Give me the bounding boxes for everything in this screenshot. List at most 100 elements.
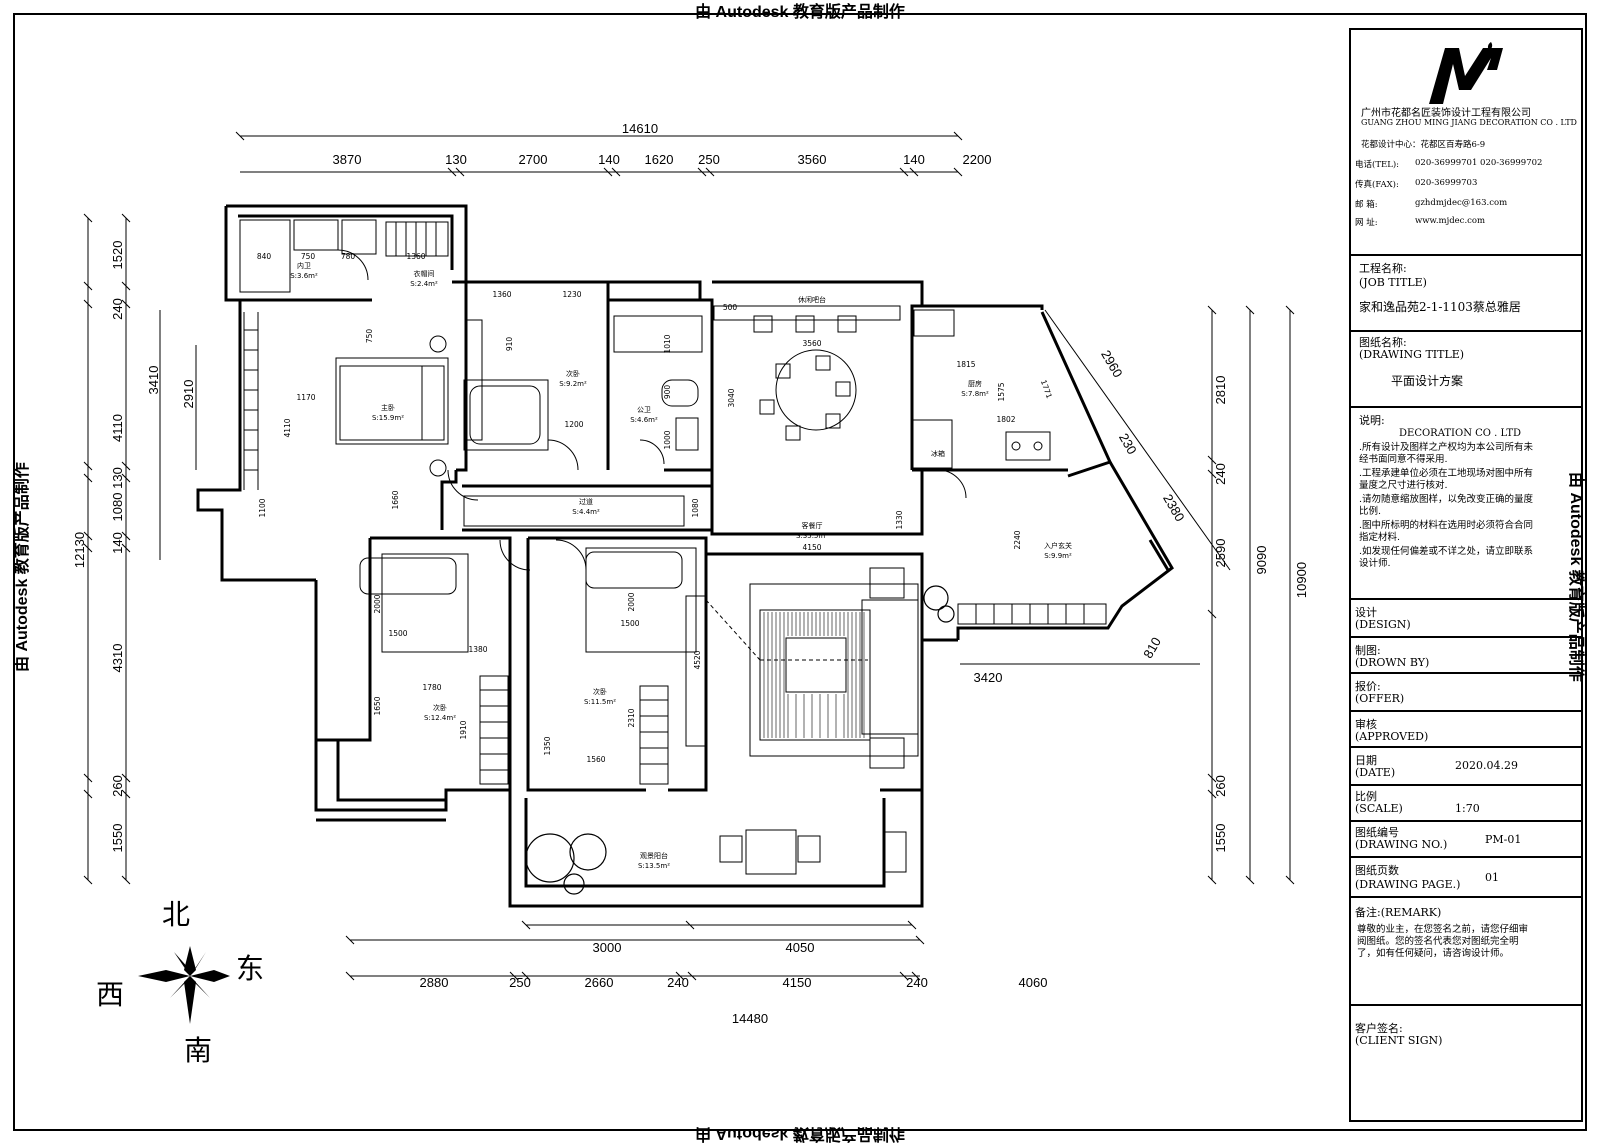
compass-north: 北 <box>162 898 190 931</box>
offer-label-en: (OFFER) <box>1355 692 1405 705</box>
watermark-top: 由 Autodesk 教育版产品制作 <box>695 4 905 21</box>
drawing-no-row: 图纸编号 (DRAWING NO.) PM-01 <box>1351 822 1581 858</box>
dim-right-diag: 810 <box>1140 635 1164 661</box>
room-name: 观景阳台 <box>640 851 668 860</box>
inner-dim: 1380 <box>468 645 487 654</box>
inner-dim: 900 <box>663 385 672 400</box>
drawing-label-cn: 图纸名称: <box>1359 336 1407 349</box>
scale-value: 1:70 <box>1455 802 1480 815</box>
room-labels: 内卫 S:3.6m² 衣帽间 S:2.4m² 主卧 S:15.9m² 次卧 S:… <box>290 261 1072 870</box>
drawing-label-en: (DRAWING TITLE) <box>1359 348 1465 361</box>
dim-bottom-total: 14480 <box>732 1011 768 1026</box>
dim-top-seg: 3560 <box>798 152 827 167</box>
offer-label-cn: 报价: <box>1355 680 1381 693</box>
walls <box>196 204 1174 908</box>
inner-dim: 500 <box>723 303 738 312</box>
room-name: 公卫 <box>637 406 651 414</box>
room-area: S:35.5m² <box>796 532 828 540</box>
compass-icon: 北 东 西 南 <box>96 898 264 1067</box>
inner-dim: 1500 <box>620 619 639 628</box>
drawn-row: 制图: (DROWN BY) <box>1351 638 1581 674</box>
inner-dim: 910 <box>505 337 514 352</box>
fax-label: 传真(FAX): <box>1355 180 1399 190</box>
note-item: .工程承建单位必须在工地现场对图中所有量度之尺寸进行核对. <box>1359 468 1534 491</box>
dim-left-seg: 4310 <box>110 644 125 673</box>
dim-bottom-seg: 2660 <box>585 975 614 990</box>
notes-section: 说明: DECORATION CO . LTD .所有设计及图样之产权均为本公司… <box>1351 408 1581 600</box>
design-row: 设计 (DESIGN) <box>1351 600 1581 638</box>
dim-left-seg: 130 <box>110 467 125 489</box>
top-dimension-labels: 14610 3870 130 2700 140 1620 250 3560 14… <box>333 121 992 167</box>
dim-top-seg: 250 <box>698 152 720 167</box>
inner-dim: 1000 <box>663 430 672 449</box>
inner-dim: 1230 <box>562 290 581 299</box>
dim-top-total: 14610 <box>622 121 658 136</box>
inner-dim: 1350 <box>543 736 552 755</box>
room-name: 主卧 <box>381 403 395 412</box>
dim-right-mid: 9090 <box>1254 546 1269 575</box>
inner-dim: 2000 <box>627 592 636 611</box>
note-item: .图中所标明的材料在选用时必须符合合同指定材料. <box>1359 520 1534 543</box>
dim-right-seg: 2590 <box>1213 539 1228 568</box>
room-area: S:3.6m² <box>290 272 318 280</box>
approved-label-cn: 审核 <box>1355 718 1377 731</box>
room-area: S:2.4m² <box>410 280 438 288</box>
inner-dim: 1200 <box>564 420 583 429</box>
remark-text: 尊敬的业主，在您签名之前，请您仔细审阅图纸。您的签名代表您对图纸完全明了，如有任… <box>1357 924 1529 959</box>
company-section: 广州市花都名匠装饰设计工程有限公司 GUANG ZHOU MING JIANG … <box>1351 30 1581 256</box>
scale-label-en: (SCALE) <box>1355 802 1403 815</box>
dim-right-outer: 10900 <box>1294 562 1309 598</box>
page-row: 图纸页数 (DRAWING PAGE.) 01 <box>1351 858 1581 898</box>
drawing-no-value: PM-01 <box>1485 833 1522 846</box>
drawing-no-label-en: (DRAWING NO.) <box>1355 838 1448 851</box>
room-name: 冰箱 <box>931 449 945 458</box>
note-item: .如发现任何偏差或不详之处，请立即联系设计师. <box>1359 546 1534 569</box>
offer-row: 报价: (OFFER) <box>1351 674 1581 712</box>
dim-bottom-upper: 3000 <box>593 940 622 955</box>
dim-left-inner: 2910 <box>181 380 196 409</box>
right-dimension-labels: 2810 240 2590 260 1550 9090 10900 2960 2… <box>974 347 1309 852</box>
room-area: S:13.5m² <box>638 862 670 870</box>
room-name: 厨房 <box>968 379 982 388</box>
room-name: 次卧 <box>593 687 607 696</box>
dim-right-seg: 260 <box>1213 775 1228 797</box>
date-label-en: (DATE) <box>1355 766 1396 779</box>
job-value: 家和逸品苑2-1-1103蔡总雅居 <box>1359 300 1521 314</box>
room-area: S:12.4m² <box>424 714 456 722</box>
room-area: S:4.6m² <box>630 416 658 424</box>
inner-dim: 3560 <box>802 339 821 348</box>
scale-row: 比例 (SCALE) 1:70 <box>1351 786 1581 822</box>
dim-right-bottom: 3420 <box>974 670 1003 685</box>
room-area: S:4.4m² <box>572 508 600 516</box>
inner-dim: 1815 <box>956 360 975 369</box>
dim-top-seg: 140 <box>903 152 925 167</box>
inner-dim: 1500 <box>388 629 407 638</box>
inner-dim: 1575 <box>997 382 1006 401</box>
room-name: 过道 <box>579 497 593 506</box>
client-sign-section: 客户签名: (CLIENT SIGN) <box>1351 1020 1581 1100</box>
dim-bottom-seg: 2880 <box>420 975 449 990</box>
drawing-no-label-cn: 图纸编号 <box>1355 826 1399 839</box>
dim-left-inner: 3410 <box>146 366 161 395</box>
date-row: 日期 (DATE) 2020.04.29 <box>1351 748 1581 786</box>
dim-top-seg: 1620 <box>645 152 674 167</box>
room-area: S:9.9m² <box>1044 552 1072 560</box>
page-label-en: (DRAWING PAGE.) <box>1355 878 1461 891</box>
remark-section: 备注:(REMARK) 尊敬的业主，在您签名之前，请您仔细审阅图纸。您的签名代表… <box>1351 898 1581 1006</box>
mail-label: 邮 箱: <box>1355 200 1378 210</box>
dim-right-seg: 1550 <box>1213 824 1228 853</box>
title-block: 广州市花都名匠装饰设计工程有限公司 GUANG ZHOU MING JIANG … <box>1349 28 1583 1122</box>
dim-left-total: 12130 <box>72 532 87 568</box>
dim-bottom-seg: 4060 <box>1019 975 1048 990</box>
web-label: 网 址: <box>1355 218 1378 228</box>
inner-dim: 1802 <box>996 415 1015 424</box>
inner-dim: 1360 <box>406 252 425 261</box>
room-name: 休闲吧台 <box>798 295 826 304</box>
inner-dim: 1650 <box>373 696 382 715</box>
drawing-frame <box>13 13 1587 1131</box>
inner-dim: 2000 <box>373 594 382 613</box>
left-dimension-labels: 12130 1520 240 4110 130 1080 140 4310 26… <box>72 241 196 853</box>
dim-bottom-seg: 4150 <box>783 975 812 990</box>
dim-left-seg: 240 <box>110 298 125 320</box>
job-label-cn: 工程名称: <box>1359 262 1407 275</box>
